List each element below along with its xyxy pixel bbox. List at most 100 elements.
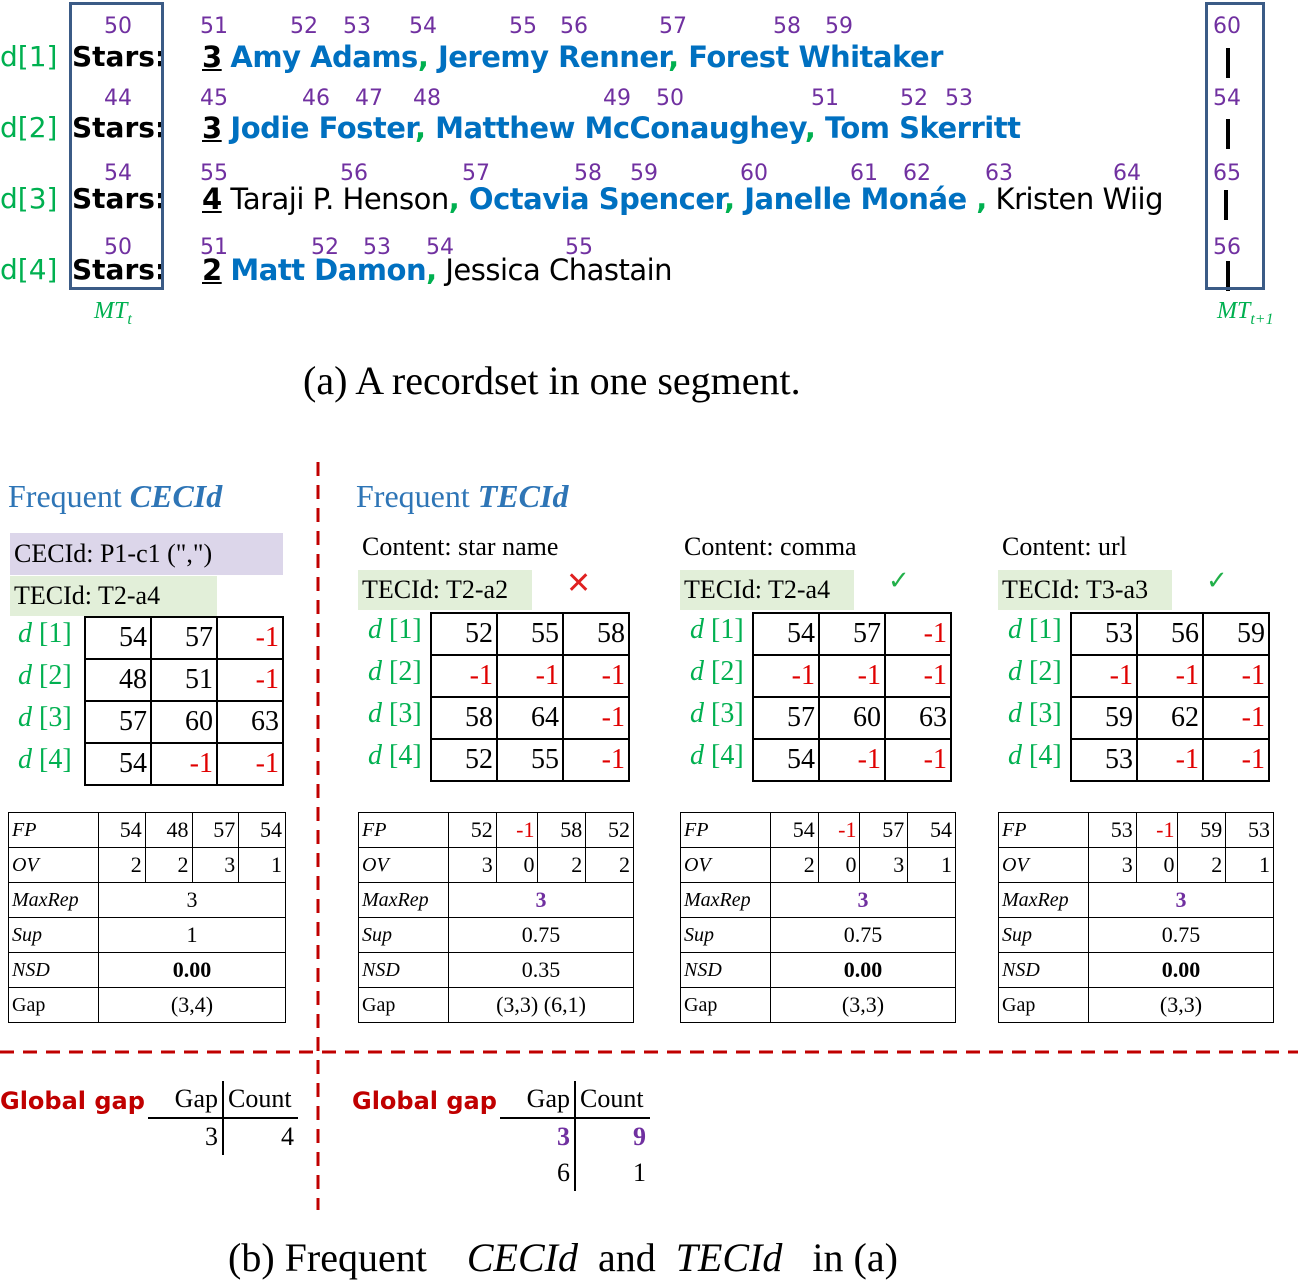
cecid-title: Frequent CECId (8, 478, 223, 514)
stats-row-gap: Gap(3,3) (998, 987, 1274, 1023)
stats-row-gap: Gap(3,3) (680, 987, 956, 1023)
table-cell: Sup (8, 917, 99, 953)
table-cell: 3 (191, 847, 240, 883)
token-index: 55 (509, 14, 537, 39)
table-cell: 58 (562, 612, 630, 656)
star-name: Amy Adams (230, 40, 418, 74)
star-count: 4 (202, 182, 222, 216)
table-cell: 1 (1225, 847, 1274, 883)
table-cell: 1 (98, 917, 286, 953)
table-cell: -1 (884, 738, 952, 782)
table-cell: 1 (633, 1158, 646, 1187)
table-cell: -1 (752, 654, 820, 698)
table-cell: FP (358, 812, 449, 848)
table-row: -1-1-1 (1070, 654, 1270, 698)
token-index: 58 (574, 161, 602, 186)
table-cell: 3 (448, 847, 497, 883)
token-index: 56 (340, 161, 368, 186)
table-cell: 60 (818, 696, 886, 740)
table-cell: 0.75 (770, 917, 956, 953)
stats-row-gap: Gap(3,4) (8, 987, 286, 1023)
table-cell: 56 (1136, 612, 1204, 656)
table-cell: 52 (585, 812, 634, 848)
token-index: 51 (200, 235, 228, 260)
table-row: 54-1-1 (752, 738, 952, 782)
table-cell: -1 (562, 654, 630, 698)
table-cell: 58 (537, 812, 587, 848)
table-cell: 55 (496, 612, 564, 656)
cecid-tecid-line: TECId: T2-a4 (10, 576, 217, 616)
table-cell: Sup (358, 917, 449, 953)
cross-icon: ✕ (566, 566, 592, 601)
table-cell: -1 (1136, 738, 1204, 782)
table-cell: 1 (907, 847, 956, 883)
token-index: 63 (985, 161, 1013, 186)
token-index: 54 (426, 235, 454, 260)
cecid-id-line: CECId: P1-c1 (",") (10, 533, 283, 575)
table-cell: -1 (1202, 654, 1270, 698)
token-index: 53 (945, 86, 973, 111)
table-cell: 3 (1088, 847, 1137, 883)
table-cell: NSD (358, 952, 449, 988)
table-cell: FP (8, 812, 99, 848)
token-index: 57 (659, 14, 687, 39)
row-label: d [2] (18, 660, 72, 691)
table-cell: Gap (998, 987, 1089, 1023)
table-cell: 0 (817, 847, 861, 883)
row-label-d2: d[2] (0, 111, 58, 144)
record-text: Jodie Foster, Matthew McConaughey, Tom S… (230, 111, 1021, 145)
row-label: d [3] (368, 698, 422, 729)
table-cell: OV (8, 847, 99, 883)
row-label: d [4] (1008, 740, 1062, 771)
separator-comma: , (804, 111, 816, 145)
table-cell: NSD (680, 952, 771, 988)
table-cell: 54 (770, 812, 819, 848)
table-cell: 2 (144, 847, 193, 883)
table-cell: 2 (770, 847, 819, 883)
table-cell: 59 (1177, 812, 1227, 848)
token-index: 60 (1213, 14, 1241, 39)
global-gap-label: Global gap (0, 1087, 145, 1115)
cursor-bar (1226, 261, 1230, 291)
table-cell: 54 (84, 742, 152, 786)
star-name: Jodie Foster (230, 111, 415, 145)
token-index: 62 (903, 161, 931, 186)
token-index: 55 (200, 161, 228, 186)
table-cell: 3 (98, 882, 286, 918)
record-text: Matt Damon, Jessica Chastain (230, 253, 672, 287)
table-cell: 54 (752, 738, 820, 782)
separator-comma: , (724, 182, 735, 216)
token-index: 64 (1113, 161, 1141, 186)
star-name: Matthew McConaughey (425, 111, 805, 145)
table-cell: 57 (752, 696, 820, 740)
table-cell: MaxRep (8, 882, 99, 918)
table-cell: -1 (1135, 812, 1179, 848)
table-cell: -1 (818, 738, 886, 782)
table-cell: 57 (191, 812, 240, 848)
token-index: 52 (311, 235, 339, 260)
table-cell: 3 (859, 847, 909, 883)
stars-label: Stars: (72, 40, 167, 73)
table-cell: -1 (1202, 738, 1270, 782)
row-label: d [4] (18, 744, 72, 775)
table-cell: -1 (1136, 654, 1204, 698)
